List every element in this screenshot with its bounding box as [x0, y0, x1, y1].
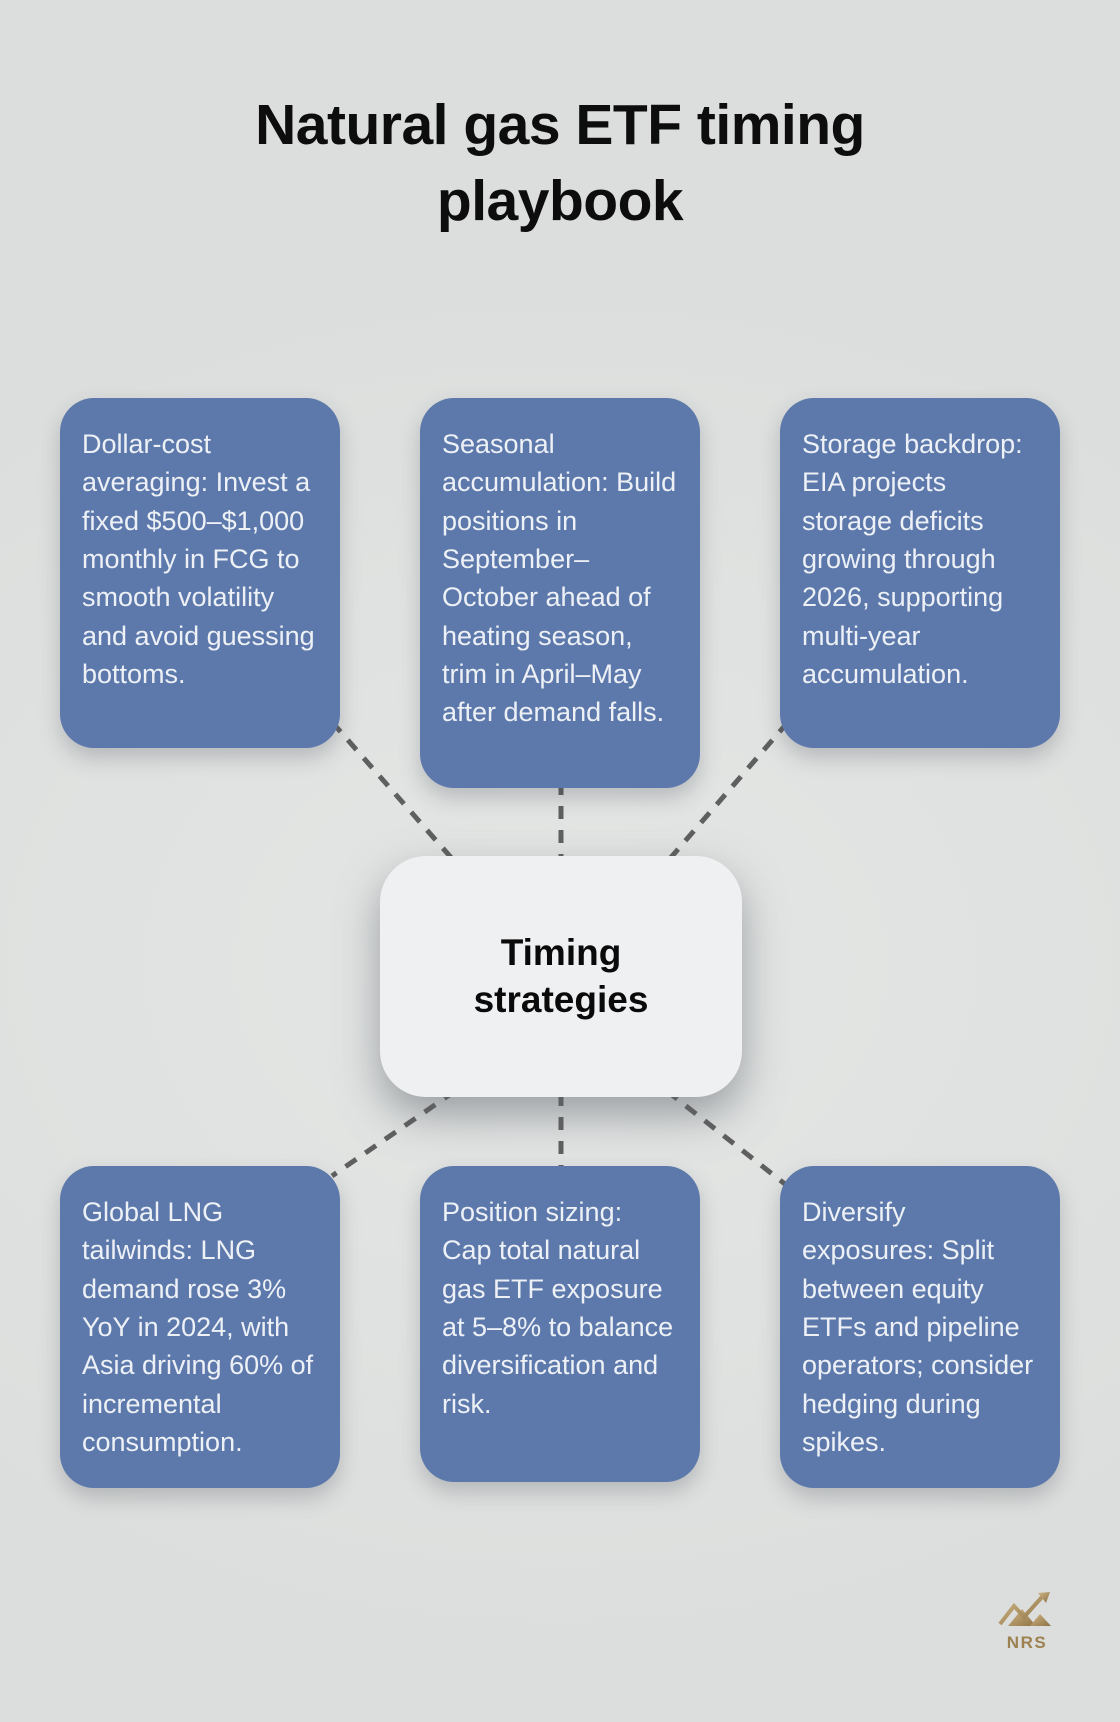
mountains-arrow-icon — [998, 1592, 1051, 1626]
connector-top-left — [330, 720, 457, 864]
strategy-box-seasonal-accumulation: Seasonal accumulation: Build positions i… — [420, 398, 700, 788]
page-title: Natural gas ETF timing playbook — [255, 93, 865, 233]
strategy-box-diversify-exposures: Diversify exposures: Split between equit… — [780, 1166, 1060, 1489]
strategy-text: Global LNG tailwinds: LNG demand rose 3%… — [82, 1197, 314, 1457]
connector-bottom-left — [330, 1088, 457, 1179]
nrs-logo: NRS — [994, 1590, 1060, 1653]
strategy-text: Storage backdrop: EIA projects storage d… — [802, 429, 1023, 689]
nrs-logo-text: NRS — [1006, 1633, 1048, 1652]
center-node-timing-strategies: Timing strategies — [380, 856, 742, 1097]
strategy-box-dollar-cost-averaging: Dollar-cost averaging: Invest a fixed $5… — [60, 398, 340, 748]
strategy-box-position-sizing: Position sizing: Cap total natural gas E… — [420, 1166, 700, 1482]
center-node-label: Timing strategies — [473, 932, 649, 1020]
strategy-text: Seasonal accumulation: Build positions i… — [442, 429, 677, 728]
strategy-text: Dollar-cost averaging: Invest a fixed $5… — [82, 429, 315, 689]
connector-bottom-right — [665, 1089, 792, 1190]
strategy-text: Diversify exposures: Split between equit… — [802, 1197, 1034, 1457]
strategy-box-storage-backdrop: Storage backdrop: EIA projects storage d… — [780, 398, 1060, 748]
connector-top-right — [665, 720, 790, 864]
strategy-text: Position sizing: Cap total natural gas E… — [442, 1197, 674, 1419]
strategy-box-global-lng-tailwinds: Global LNG tailwinds: LNG demand rose 3%… — [60, 1166, 340, 1489]
